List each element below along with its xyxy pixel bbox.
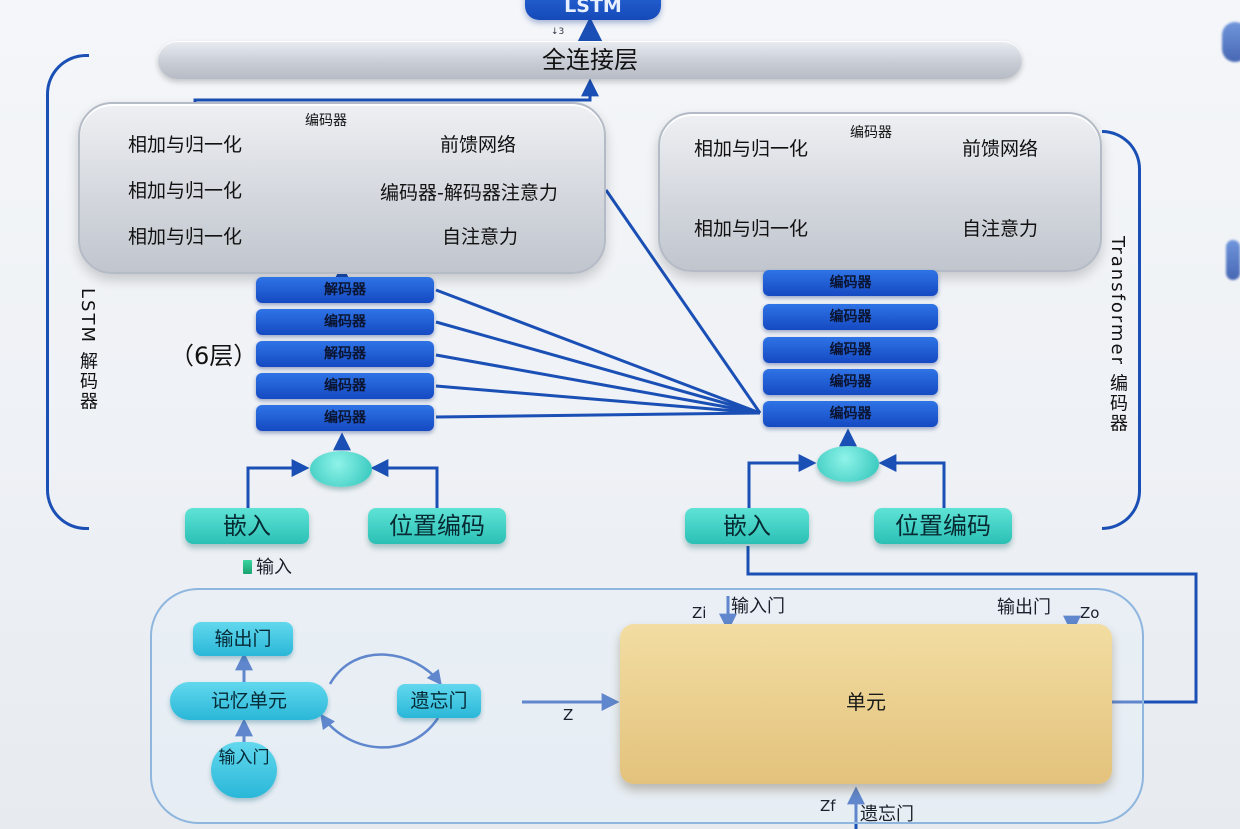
right-stack-layer-5: 编码器	[763, 401, 938, 427]
encoder-label-self-attention: 自注意力	[962, 218, 1039, 240]
layers-note: （6层）	[170, 342, 258, 370]
zi-label: Zi	[692, 604, 707, 622]
forget-gate-label: 遗忘门	[860, 804, 914, 825]
mini-memory-cell: 记忆单元	[170, 682, 328, 720]
left-stack-layer-2: 编码器	[256, 309, 434, 335]
left-side-label: LSTM 解码器	[77, 288, 98, 412]
decoder-card: 编码器 相加与归一化 前馈网络 相加与归一化 编码器-解码器注意力 相加与归一化…	[78, 102, 606, 274]
zo-label: Zo	[1080, 604, 1100, 622]
encoder-label-ffn: 前馈网络	[962, 138, 1039, 160]
edge-decoration-1	[1222, 22, 1240, 62]
encoder-label-add-norm-2: 相加与归一化	[694, 218, 809, 240]
encoder-card: 编码器 相加与归一化 前馈网络 相加与归一化 自注意力	[658, 112, 1102, 272]
left-embedding-block: 嵌入	[185, 508, 309, 544]
right-stack-layer-1: 编码器	[763, 270, 938, 296]
cell-block: 单元	[620, 624, 1112, 784]
decoder-label-add-norm-1: 相加与归一化	[128, 134, 243, 156]
decoder-label-ffn: 前馈网络	[440, 134, 517, 156]
right-positional-encoding-block: 位置编码	[874, 508, 1012, 544]
right-combine-node	[817, 446, 879, 482]
top-lstm-block: LSTM	[525, 0, 661, 20]
right-stack-layer-2: 编码器	[763, 304, 938, 330]
output-gate-label: 输出门	[997, 597, 1051, 618]
right-embedding-block: 嵌入	[685, 508, 809, 544]
left-positional-encoding-block: 位置编码	[368, 508, 506, 544]
input-gate-label: 输入门	[731, 596, 785, 617]
mini-input-gate: 输入门	[211, 742, 277, 798]
encoder-label-add-norm-1: 相加与归一化	[694, 138, 809, 160]
input-label: 输入	[256, 557, 292, 578]
z-label: Z	[563, 706, 574, 724]
edge-decoration-2	[1226, 240, 1240, 280]
input-arrow-icon	[243, 560, 252, 574]
left-stack-layer-5: 编码器	[256, 405, 434, 431]
decoder-card-title: 编码器	[305, 113, 347, 129]
mini-output-gate: 输出门	[193, 622, 293, 656]
mini-forget-gate: 遗忘门	[397, 684, 481, 718]
decoder-label-enc-dec-attention: 编码器-解码器注意力	[380, 182, 558, 204]
cell-label: 单元	[846, 690, 886, 714]
left-combine-node	[310, 451, 372, 487]
left-stack-layer-3: 解码器	[256, 341, 434, 367]
fc-layer-label: 全连接层	[542, 46, 638, 74]
zf-label: Zf	[820, 797, 836, 815]
right-side-label: Transformer 编码器	[1107, 236, 1128, 434]
right-stack-layer-4: 编码器	[763, 369, 938, 395]
fully-connected-layer: 全连接层	[158, 41, 1022, 79]
top-lstm-label: LSTM	[564, 0, 622, 17]
decoder-label-add-norm-2: 相加与归一化	[128, 180, 243, 202]
right-stack-layer-3: 编码器	[763, 337, 938, 363]
left-stack-layer-1: 解码器	[256, 277, 434, 303]
decoder-label-self-attention: 自注意力	[442, 226, 519, 248]
decoder-label-add-norm-3: 相加与归一化	[128, 226, 243, 248]
left-stack-layer-4: 编码器	[256, 373, 434, 399]
encoder-card-title: 编码器	[850, 125, 892, 141]
top-mark: ↓3	[551, 27, 565, 37]
